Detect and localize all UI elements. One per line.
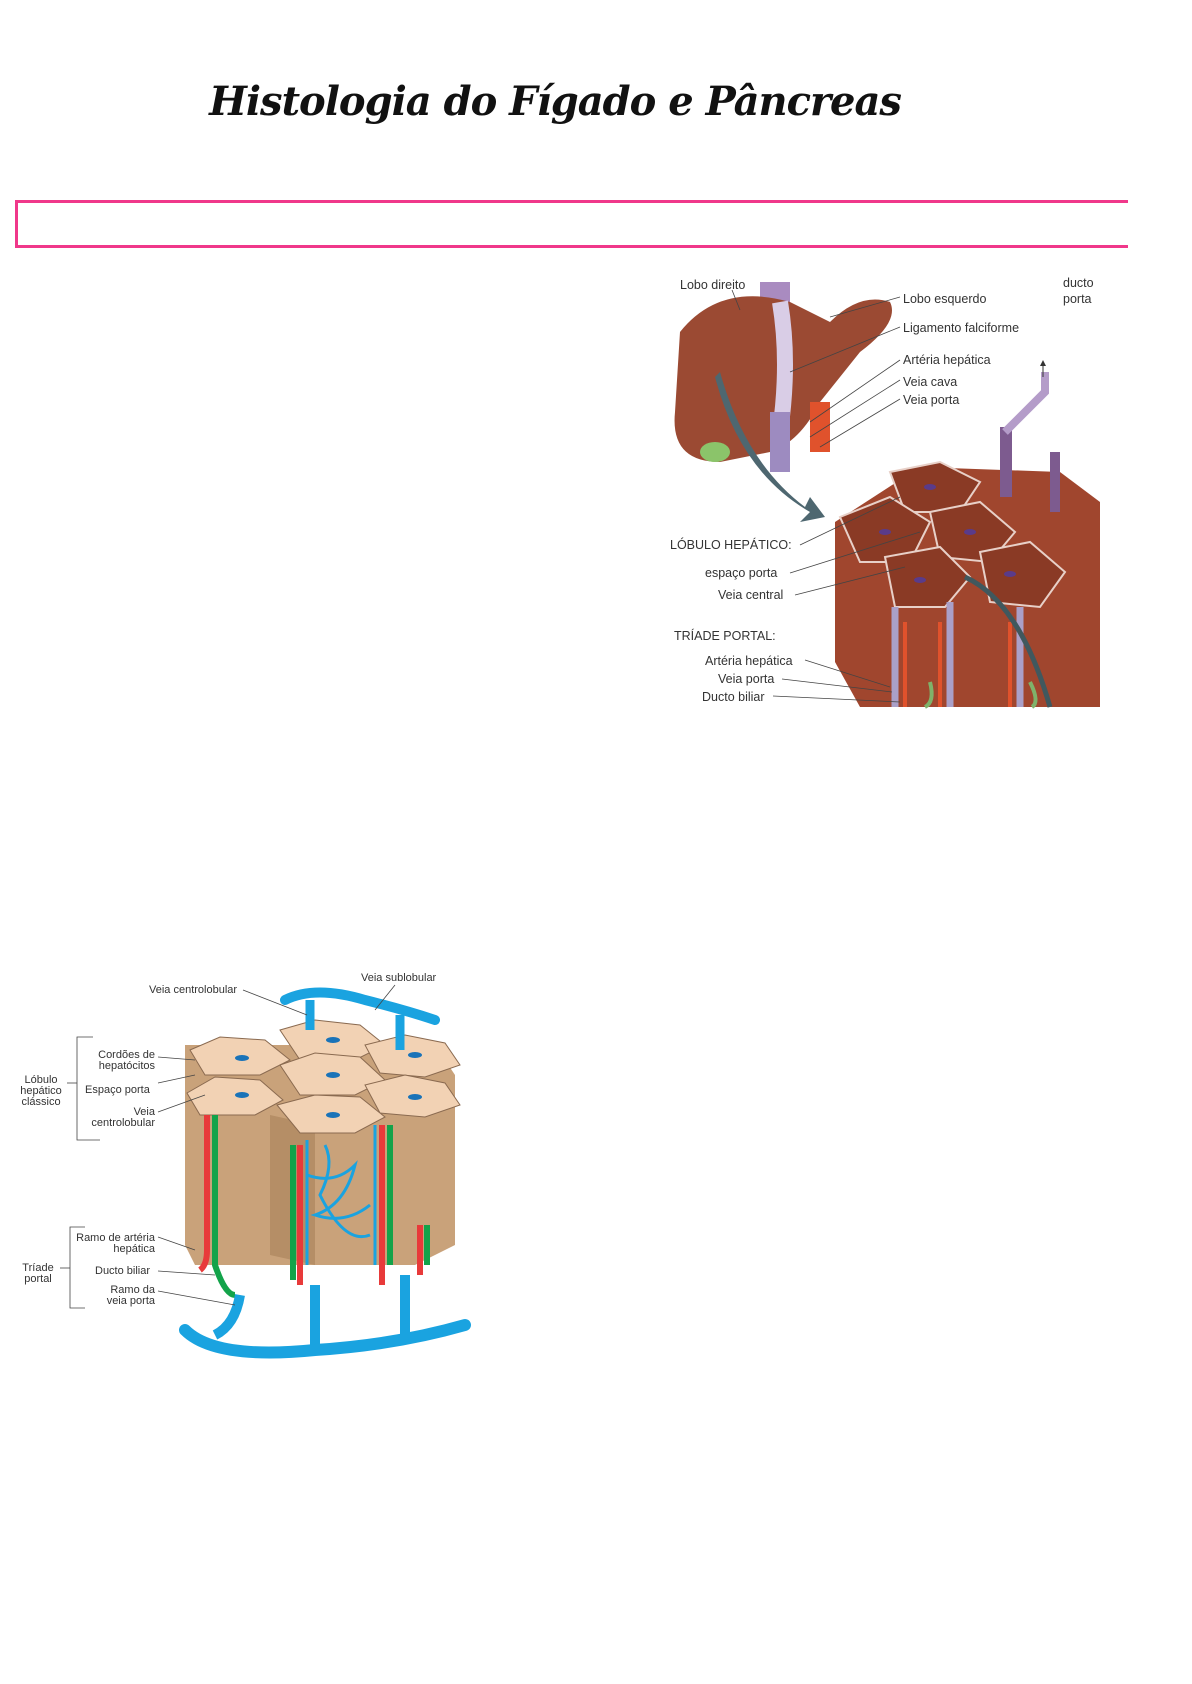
label-veia-central: Veia central <box>718 588 784 602</box>
label-veia-sublobular: Veia sublobular <box>361 972 437 984</box>
label-veia-centrolobular-top: Veia centrolobular <box>149 984 238 996</box>
label-arteria-hepatica: Artéria hepática <box>903 353 991 367</box>
label-cut-ducto: ducto <box>1063 276 1094 290</box>
label-cut-porta: porta <box>1063 292 1092 306</box>
label-triade-arteria-hepatica: Artéria hepática <box>705 654 793 668</box>
label-lobulo-hepatico: LÓBULO HEPÁTICO: <box>670 538 792 552</box>
label-ligamento-falciforme: Ligamento falciforme <box>903 321 1020 335</box>
label-ducto-biliar: Ducto biliar <box>702 690 765 704</box>
label-veia-centrolobular: Veia centrolobular <box>91 1106 155 1129</box>
label-ramo-arteria-hepatica: Ramo de artéria hepática <box>76 1232 155 1255</box>
label-espaco-porta: Espaço porta <box>85 1084 150 1096</box>
label-lobulo-hepatico-classico: Lóbulo hepático clássico <box>20 1074 62 1108</box>
label-ramo-veia-porta: Ramo da veia porta <box>106 1284 155 1307</box>
label-lobo-esquerdo: Lobo esquerdo <box>903 292 987 306</box>
label-veia-porta: Veia porta <box>903 393 960 407</box>
label-cordoes-hepatocitos: Cordões de hepatócitos <box>98 1049 155 1072</box>
label-espaco-porta: espaço porta <box>705 566 778 580</box>
page-title: Histologia do Fígado e Pâncreas <box>209 78 902 125</box>
highlight-box <box>15 200 1128 248</box>
label-veia-cava: Veia cava <box>903 375 958 389</box>
label-triade-portal: Tríade portal <box>22 1262 54 1285</box>
liver-illustration <box>674 282 1100 709</box>
label-triade-veia-porta: Veia porta <box>718 672 775 686</box>
label-triade-portal: TRÍADE PORTAL: <box>674 629 776 643</box>
hepatic-lobule-figure: Veia centrolobular Veia sublobular Cordõ… <box>15 965 475 1365</box>
label-lobo-direito: Lobo direito <box>680 278 746 292</box>
label-ducto-biliar: Ducto biliar <box>95 1265 151 1277</box>
lobule-illustration <box>60 984 471 1359</box>
liver-anatomy-figure: Lobo direito Lobo esquerdo Ligamento fal… <box>660 262 1110 712</box>
